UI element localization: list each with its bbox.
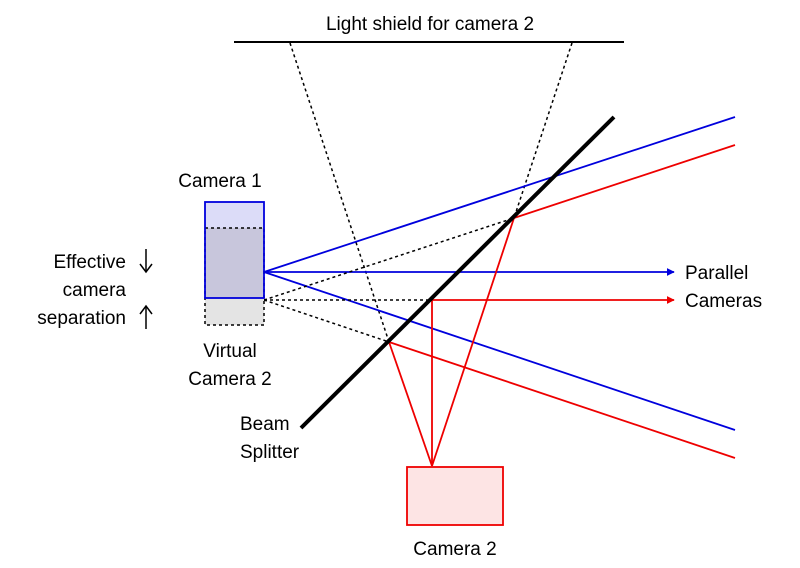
effective-separation-label-line3: separation — [37, 308, 126, 329]
parallel-cameras-label-line2: Cameras — [685, 291, 762, 312]
camera1-label: Camera 1 — [178, 171, 261, 192]
virtual-camera-label-line2: Camera 2 — [188, 369, 271, 390]
camera-overlap-region — [205, 228, 264, 298]
parallel-cameras-label-line1: Parallel — [685, 263, 748, 284]
virtual-camera-label-line1: Virtual — [203, 341, 257, 362]
virtual-ray-upper — [263, 217, 515, 301]
beam-splitter-label-line2: Splitter — [240, 442, 300, 463]
camera2-ray-lower-reflected — [388, 341, 736, 459]
camera1-ray-upper — [263, 116, 736, 273]
camera2-label: Camera 2 — [413, 539, 496, 560]
camera1-ray-lower — [263, 271, 736, 431]
camera2-body — [406, 466, 504, 526]
light-shield-label: Light shield for camera 2 — [326, 14, 534, 35]
effective-separation-label-line1: Effective — [53, 252, 126, 273]
camera2-ray-upper-reflected — [513, 144, 736, 219]
effective-separation-label-line2: camera — [63, 280, 127, 301]
camera1-outline — [204, 201, 265, 299]
beam-splitter — [299, 115, 616, 430]
camera2-ray-upper-vertical — [431, 217, 515, 467]
down-arrow-icon — [139, 249, 153, 274]
virtual-ray-lower — [263, 299, 390, 343]
shield-sightline-right — [513, 42, 573, 219]
camera2-ray-lower-vertical — [388, 341, 433, 467]
beam-splitter-label-line1: Beam — [240, 414, 290, 435]
shield-sightline-left — [289, 42, 390, 343]
up-arrow-icon — [139, 304, 153, 329]
